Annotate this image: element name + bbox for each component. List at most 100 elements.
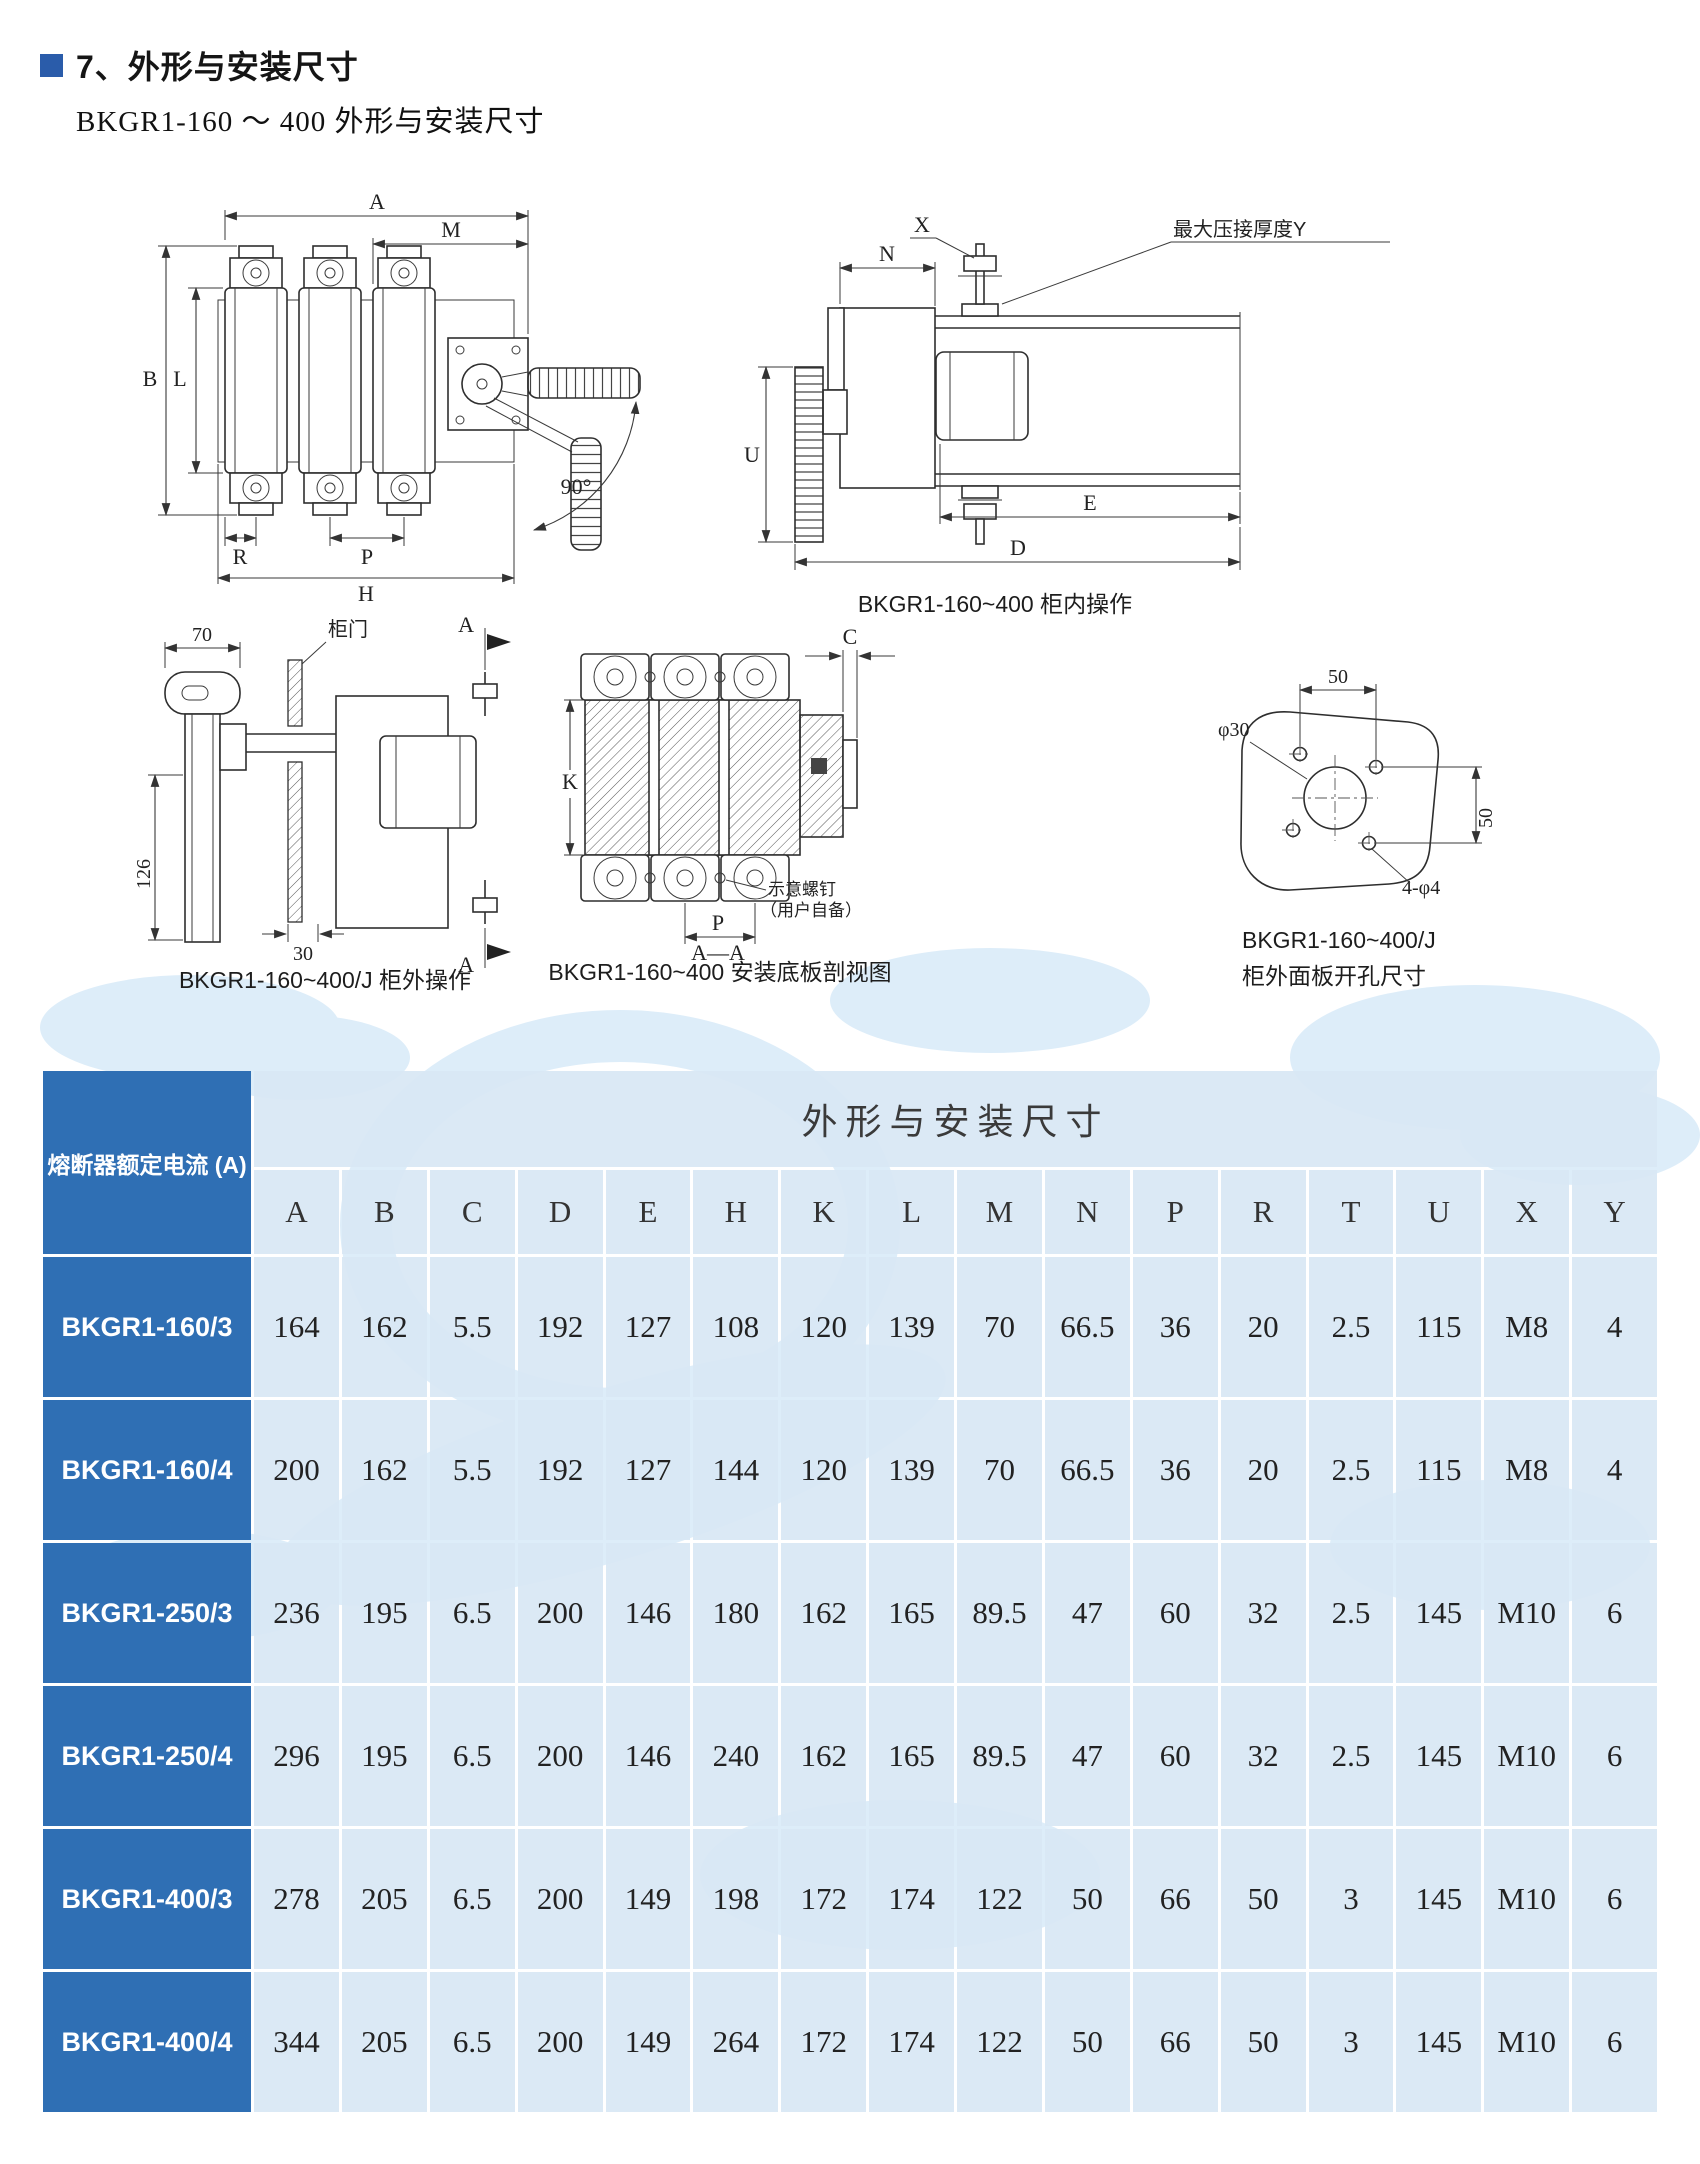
dimension-value: 6.5 bbox=[429, 1543, 515, 1683]
dimension-value: 115 bbox=[1396, 1257, 1482, 1397]
dimension-value: M10 bbox=[1484, 1972, 1570, 2112]
dimension-value: 89.5 bbox=[957, 1543, 1042, 1683]
dimension-value: 20 bbox=[1220, 1257, 1306, 1397]
watermark-cloud bbox=[830, 948, 1150, 1053]
dimension-value: 20 bbox=[1220, 1400, 1306, 1540]
switch-body-side bbox=[794, 307, 1029, 543]
dimension-value: 60 bbox=[1132, 1543, 1218, 1683]
dim-label-x: X bbox=[914, 212, 930, 237]
column-header: L bbox=[869, 1170, 954, 1254]
dimension-value: 146 bbox=[605, 1686, 691, 1826]
section-label-top: A bbox=[458, 612, 474, 637]
dimension-value: M10 bbox=[1484, 1686, 1570, 1826]
fuse-unit bbox=[224, 245, 288, 516]
section-caption: BKGR1-160~400 安装底板剖视图 bbox=[548, 959, 891, 985]
dim-label-c: C bbox=[843, 624, 858, 649]
dimension-value: 70 bbox=[957, 1400, 1042, 1540]
dimension-value: 32 bbox=[1220, 1686, 1306, 1826]
corner-holes-label: 4-φ4 bbox=[1402, 877, 1440, 899]
dimension-value: 192 bbox=[517, 1257, 603, 1397]
dim-label-l: L bbox=[173, 366, 186, 391]
dimension-value: 50 bbox=[1044, 1972, 1130, 2112]
dimension-value: 6 bbox=[1572, 1686, 1657, 1826]
busbar-terminals bbox=[890, 243, 1241, 545]
fuse-unit bbox=[298, 245, 362, 516]
dim-label-50-top: 50 bbox=[1328, 666, 1348, 688]
dimension-value: 139 bbox=[869, 1400, 954, 1540]
fuse-unit bbox=[372, 245, 436, 516]
column-header: U bbox=[1396, 1170, 1482, 1254]
dimension-value: M10 bbox=[1484, 1829, 1570, 1969]
dimension-value: 149 bbox=[605, 1829, 691, 1969]
front-view-drawing: 90° A M B L R P H bbox=[143, 189, 641, 606]
dimension-value: 180 bbox=[693, 1543, 779, 1683]
dimension-value: 200 bbox=[517, 1686, 603, 1826]
dimension-value: M8 bbox=[1484, 1400, 1570, 1540]
dim-label-70: 70 bbox=[192, 624, 212, 646]
dimension-value: 127 bbox=[605, 1257, 691, 1397]
dim-label-d: D bbox=[1010, 535, 1026, 560]
section-dimensions: C K P A—A 示意螺钉 （用户自备） bbox=[562, 624, 895, 965]
dimension-value: 50 bbox=[1220, 1972, 1306, 2112]
dimension-value: 3 bbox=[1308, 1972, 1394, 2112]
dimension-value: 200 bbox=[517, 1972, 603, 2112]
outside-caption: BKGR1-160~400/J 柜外操作 bbox=[179, 967, 471, 993]
dimension-value: 144 bbox=[693, 1400, 779, 1540]
dimension-value: 162 bbox=[781, 1543, 867, 1683]
dimension-value: 162 bbox=[781, 1686, 867, 1826]
dimension-value: 165 bbox=[869, 1686, 954, 1826]
column-header: H bbox=[693, 1170, 779, 1254]
dim-label-h: H bbox=[358, 581, 374, 606]
dimension-value: 115 bbox=[1396, 1400, 1482, 1540]
column-header: C bbox=[429, 1170, 515, 1254]
front-view-dimensions: A M B L R P H bbox=[143, 189, 530, 606]
dim-label-30: 30 bbox=[293, 943, 313, 965]
dimension-value: 89.5 bbox=[957, 1686, 1042, 1826]
cabinet-door: 柜门 bbox=[287, 618, 368, 923]
sectioned-base bbox=[584, 699, 858, 856]
screw-note-line1: 示意螺钉 bbox=[768, 880, 836, 899]
dimension-value: 236 bbox=[254, 1543, 339, 1683]
dimension-value: 205 bbox=[341, 1829, 427, 1969]
dimension-value: 200 bbox=[254, 1400, 339, 1540]
row-header-title: 熔断器额定电流 (A) bbox=[43, 1071, 251, 1254]
dimension-value: 145 bbox=[1396, 1972, 1482, 2112]
dimension-value: 146 bbox=[605, 1543, 691, 1683]
dimension-value: 5.5 bbox=[429, 1257, 515, 1397]
dimension-value: 36 bbox=[1132, 1400, 1218, 1540]
angle-label: 90° bbox=[561, 474, 592, 499]
section-title: 7、外形与安装尺寸 bbox=[76, 49, 359, 85]
outside-dimensions: 70 126 30 bbox=[133, 624, 344, 965]
dim-label-m: M bbox=[441, 217, 461, 242]
dimension-value: 6 bbox=[1572, 1829, 1657, 1969]
dim-label-b: B bbox=[143, 366, 158, 391]
section-label-bottom: A bbox=[458, 952, 474, 977]
cutout-caption-line1: BKGR1-160~400/J bbox=[1242, 927, 1436, 953]
dimension-value: 127 bbox=[605, 1400, 691, 1540]
dimension-value: 264 bbox=[693, 1972, 779, 2112]
dimension-value: 60 bbox=[1132, 1686, 1218, 1826]
dimension-value: 3 bbox=[1308, 1829, 1394, 1969]
dim-label-e: E bbox=[1083, 490, 1096, 515]
dim-label-a: A bbox=[369, 189, 385, 214]
dimension-value: 240 bbox=[693, 1686, 779, 1826]
dimension-value: 70 bbox=[957, 1257, 1042, 1397]
door-label: 柜门 bbox=[328, 618, 368, 641]
dimension-value: 122 bbox=[957, 1829, 1042, 1969]
section-bullet-icon bbox=[40, 53, 63, 77]
column-header: Y bbox=[1572, 1170, 1657, 1254]
dimension-value: 205 bbox=[341, 1972, 427, 2112]
dimension-value: 5.5 bbox=[429, 1400, 515, 1540]
dimension-value: 195 bbox=[341, 1543, 427, 1683]
dimension-value: 200 bbox=[517, 1829, 603, 1969]
panel-cutout-drawing: 50 50 φ30 4-φ4 BKGR1-160~400/J 柜外面板开孔尺寸 bbox=[1218, 666, 1497, 989]
dimension-value: 47 bbox=[1044, 1686, 1130, 1826]
dimension-value: 174 bbox=[869, 1829, 954, 1969]
dimension-value: 120 bbox=[781, 1400, 867, 1540]
